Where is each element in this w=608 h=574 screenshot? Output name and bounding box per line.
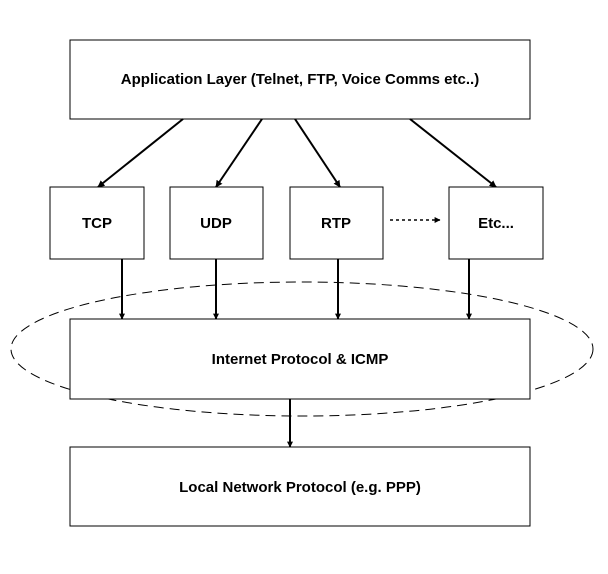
arrow-app-to-etc — [409, 118, 497, 188]
application-layer-box: Application Layer (Telnet, FTP, Voice Co… — [69, 39, 531, 120]
arrow-app-to-udp — [215, 118, 263, 188]
dashed-ellipse — [10, 281, 594, 417]
internet-protocol-box: Internet Protocol & ICMP — [69, 318, 531, 400]
udp-box: UDP — [169, 186, 264, 260]
application-layer-label: Application Layer (Telnet, FTP, Voice Co… — [121, 71, 479, 88]
etc-box: Etc... — [448, 186, 544, 260]
internet-protocol-label: Internet Protocol & ICMP — [212, 351, 389, 368]
udp-label: UDP — [200, 215, 232, 232]
arrow-app-to-tcp — [97, 118, 184, 188]
local-network-box: Local Network Protocol (e.g. PPP) — [69, 446, 531, 527]
rtp-box: RTP — [289, 186, 384, 260]
arrow-app-to-rtp — [294, 118, 341, 188]
etc-label: Etc... — [478, 215, 514, 232]
tcp-label: TCP — [82, 215, 112, 232]
local-network-label: Local Network Protocol (e.g. PPP) — [179, 479, 421, 496]
rtp-label: RTP — [321, 215, 351, 232]
tcp-box: TCP — [49, 186, 145, 260]
